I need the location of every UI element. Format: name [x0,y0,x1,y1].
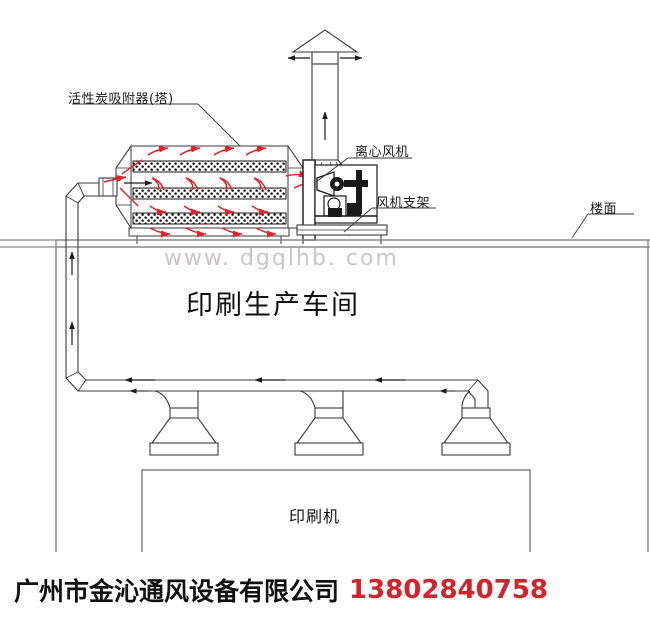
duct-system [65,180,511,456]
collection-hood-1 [149,390,219,456]
carbon-filter-layer-3 [132,212,287,225]
fan-bracket-callout-label: 风机支架 [376,196,431,211]
adsorber-callout-label: 活性炭吸附器(塔) [68,92,174,107]
carbon-filter-layer-1 [132,160,287,173]
carbon-filter-layer-2 [132,187,287,200]
riser-flow-arrows [69,180,153,345]
contact-phone: 13802840758 [349,575,549,605]
adsorber-support-base [128,227,290,244]
footer-contact-bar: 广州市金沁通风设备有限公司 13802840758 [0,552,650,628]
workshop-label: 印刷生产车间 [186,290,360,321]
collection-hood-3 [441,379,511,456]
printing-machine-label: 印刷机 [289,507,341,526]
collection-hood-2 [294,390,364,456]
callout-leader-lines [72,103,634,239]
header-flow-arrows [124,377,460,394]
adsorber-inlet-duct [98,177,118,197]
fan-bracket [296,224,388,244]
site-watermark: www. dgqlhb. com [164,246,399,271]
company-name: 广州市金沁通风设备有限公司 [14,577,340,606]
centrifugal-fan-assembly [296,159,388,244]
exhaust-stack [287,29,363,176]
printing-machine-box [141,469,531,557]
adsorber-airflow-arrows [103,145,313,238]
activated-carbon-adsorber [98,145,318,244]
centrifugal-fan-callout-label: 离心风机 [355,145,410,160]
floor-surface-callout-label: 楼面 [590,202,618,217]
